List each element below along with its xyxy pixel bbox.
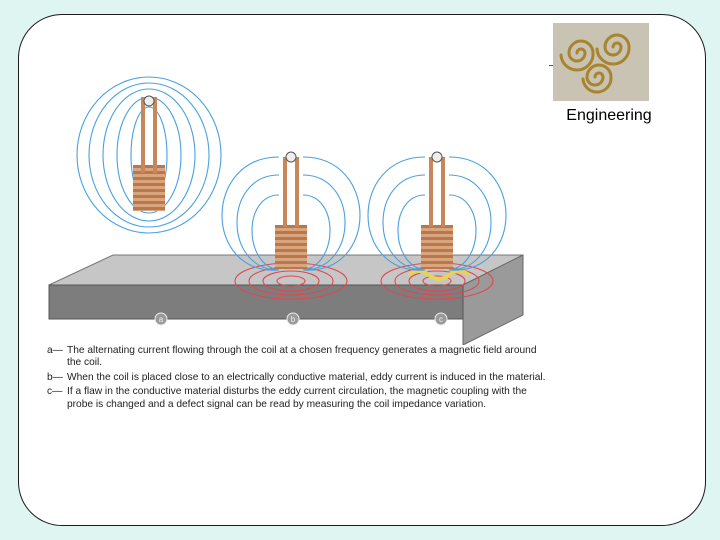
eddy-current-rings-c [380,262,494,300]
caption-item-c: c— If a flaw in the conductive material … [47,386,547,411]
caption-key-a: a— [47,345,63,356]
coil-b [275,225,307,269]
plate-label-a: a [159,315,164,324]
coil-a [133,165,165,211]
flaw-disturbance [407,269,471,281]
logo-tick-mark [549,65,555,66]
plate-label-b: b [291,315,296,324]
eddy-current-rings-b [234,262,348,300]
eddy-current-diagram: a b c [48,76,524,345]
ac-source-a-icon [143,95,155,107]
caption-text-b: When the coil is placed close to an elec… [67,371,546,383]
probe-c [367,151,507,300]
ac-source-b-icon [285,151,297,163]
probe-a [76,76,222,234]
caption-text-a: The alternating current flowing through … [67,345,537,369]
plate-front-face [48,284,464,320]
caption-item-b: b— When the coil is placed close to an e… [47,372,547,384]
ac-source-c-icon [431,151,443,163]
field-lines-b [221,156,361,271]
plate-label-c: c [439,315,443,324]
logo-caption: Engineering [566,107,652,124]
field-lines-a [76,76,222,234]
caption-item-a: a— The alternating current flowing throu… [47,345,547,370]
slide-card: Engineering [18,14,706,526]
diagram-caption: a— The alternating current flowing throu… [47,345,547,413]
coil-c [421,225,453,269]
field-lines-c [367,156,507,271]
caption-text-c: If a flaw in the conductive material dis… [67,386,527,410]
engineering-logo [553,23,649,101]
caption-key-b: b— [47,371,63,383]
probe-b [221,151,361,300]
caption-key-c: c— [47,386,63,398]
plate-labels: a b c [154,312,448,326]
triskelion-spiral-icon [559,33,631,94]
